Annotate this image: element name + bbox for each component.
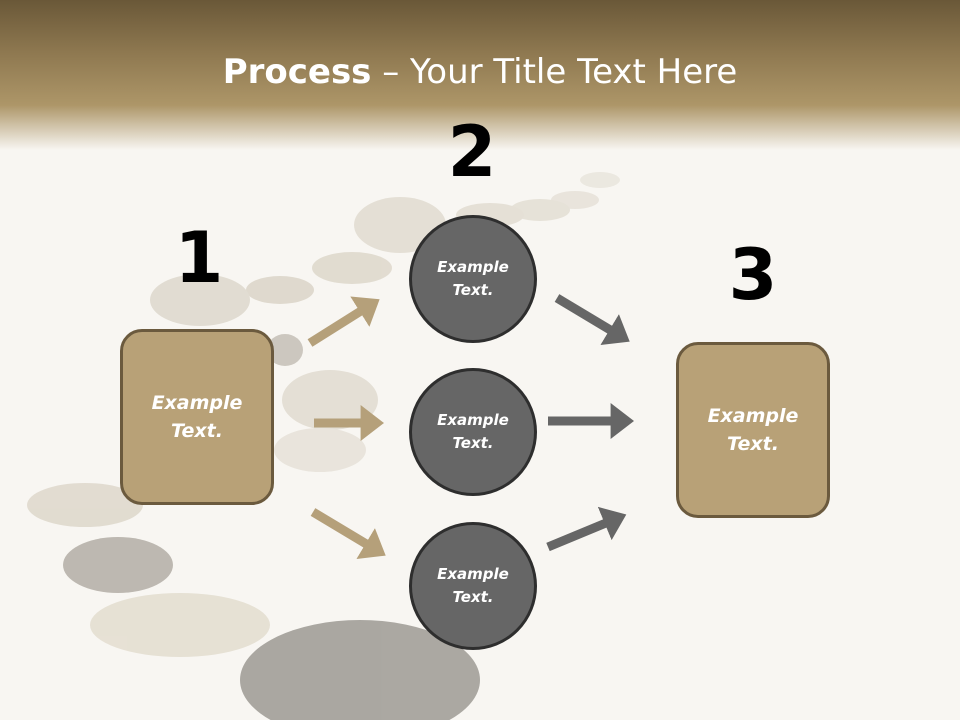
step-2-circle-top: Example Text. bbox=[409, 215, 537, 343]
arrow-right-down-icon bbox=[310, 508, 386, 560]
arrow-right-down-icon bbox=[554, 294, 630, 346]
title-bold: Process bbox=[222, 52, 372, 92]
step-3-box: Example Text. bbox=[676, 342, 830, 518]
title-rest: – Your Title Text Here bbox=[371, 52, 738, 92]
arrow-right-up-icon bbox=[307, 296, 380, 347]
circle-bottom-label: Example Text. bbox=[437, 564, 509, 606]
arrow-right-up-icon bbox=[546, 506, 627, 552]
step-3-label: Example Text. bbox=[707, 404, 799, 456]
step-number-1: 1 bbox=[174, 217, 224, 299]
step-1-label: Example Text. bbox=[151, 391, 243, 443]
step-number-2: 2 bbox=[447, 111, 497, 193]
step-number-3: 3 bbox=[728, 234, 778, 316]
step-2-circle-bottom: Example Text. bbox=[409, 522, 537, 650]
circle-top-label: Example Text. bbox=[437, 257, 509, 299]
step-2-circle-middle: Example Text. bbox=[409, 368, 537, 496]
header-band bbox=[0, 0, 960, 150]
circle-middle-label: Example Text. bbox=[437, 410, 509, 452]
page-title: Process – Your Title Text Here bbox=[0, 52, 960, 92]
step-1-box: Example Text. bbox=[120, 329, 274, 505]
